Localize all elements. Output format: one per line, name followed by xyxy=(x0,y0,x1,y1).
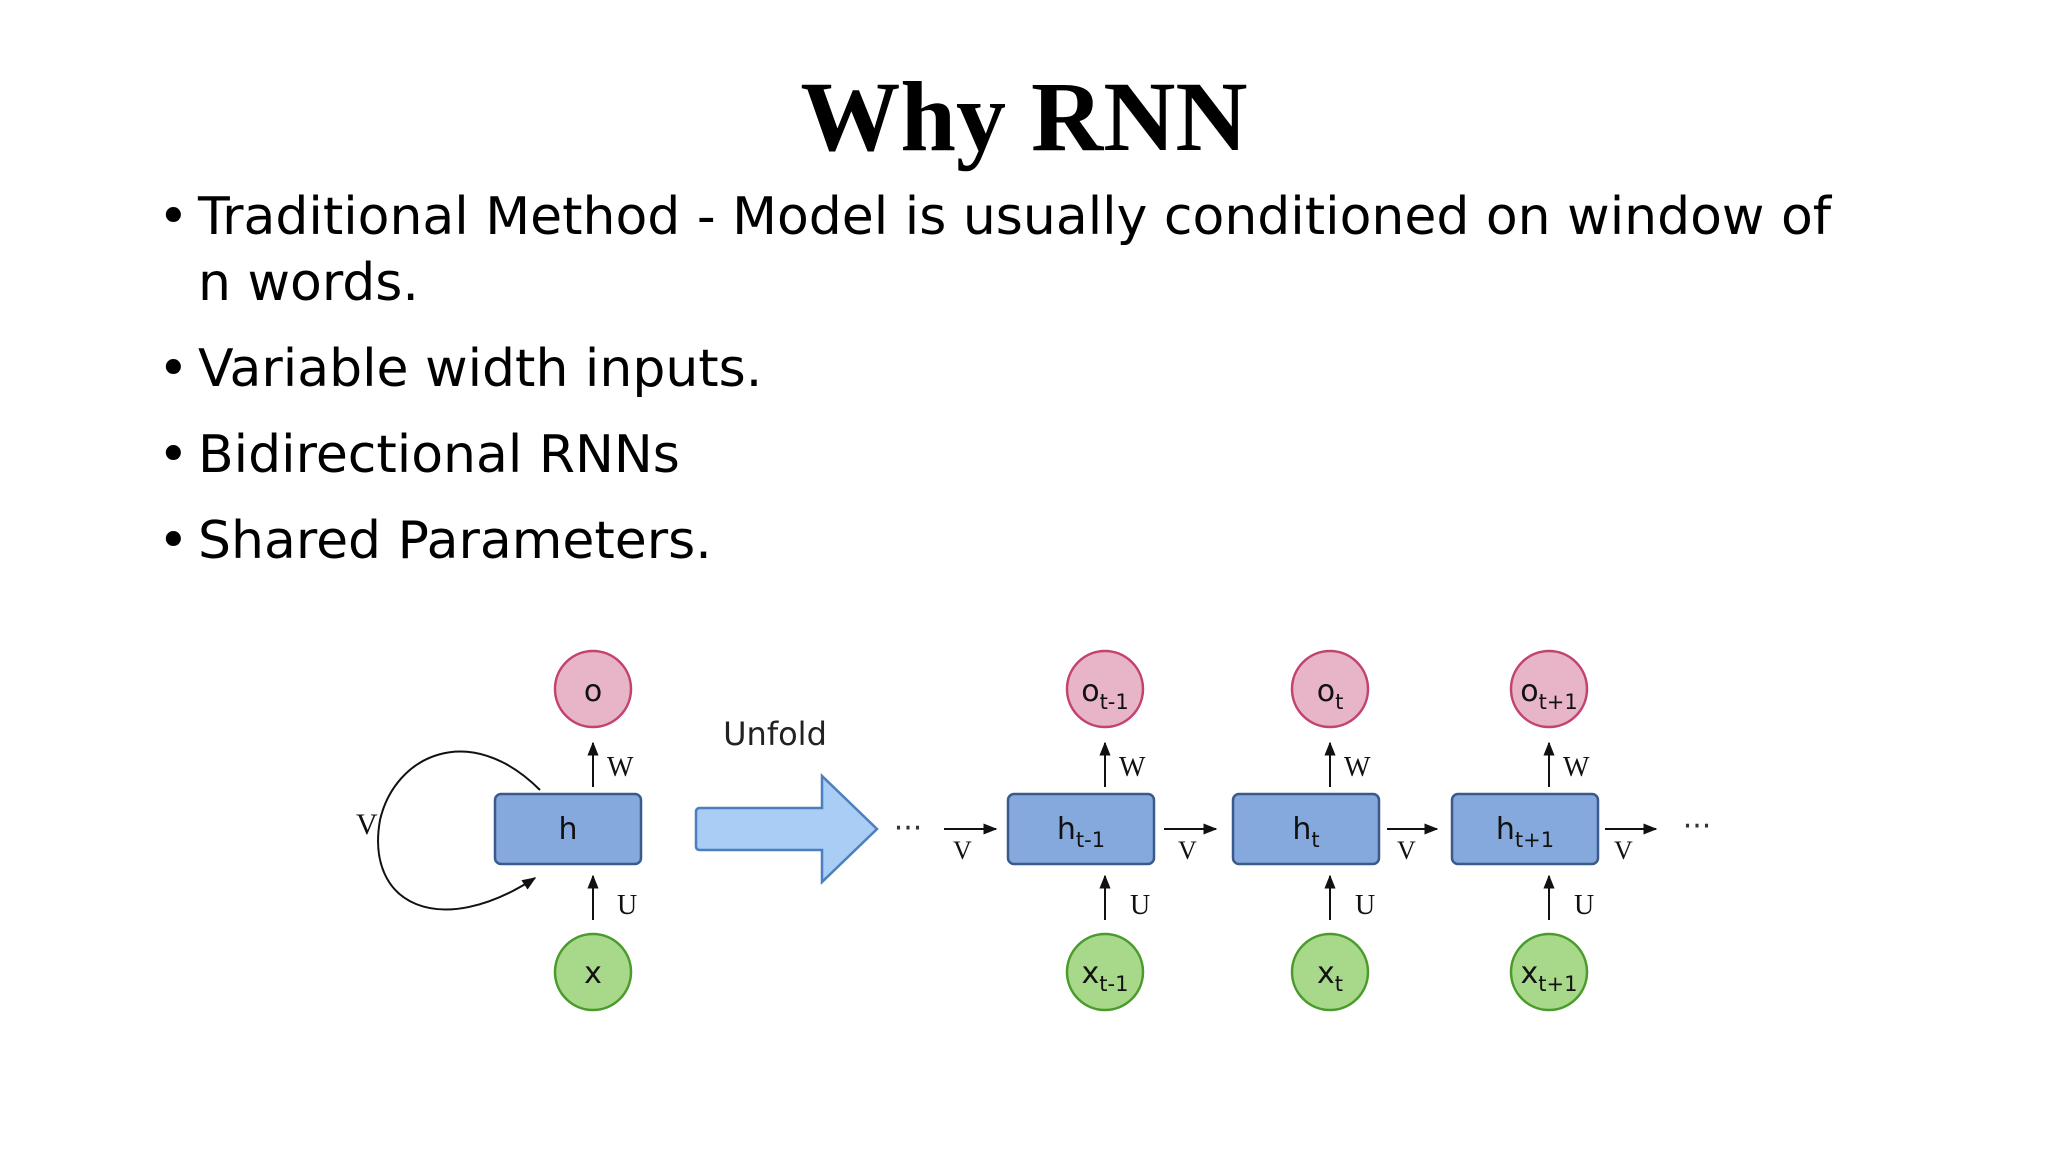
timestep-t-minus-1: ot-1 W ht-1 U xt-1 xyxy=(1006,649,1156,1012)
timestep-t: ot W ht U xt xyxy=(1231,649,1381,1012)
timestep-t-plus-1: ot+1 W ht+1 U xt+1 xyxy=(1450,649,1600,1012)
u-label-t-plus-1: U xyxy=(1574,890,1594,921)
input-label-t-plus-1: xt+1 xyxy=(1521,956,1578,996)
bullet-text: Variable width inputs. xyxy=(198,339,763,399)
bullet-dot: • xyxy=(158,187,189,247)
folded-v-label: V xyxy=(356,808,378,841)
output-label-t-plus-1: ot+1 xyxy=(1520,674,1578,714)
folded-w-label: W xyxy=(607,752,634,783)
bullet-dot: • xyxy=(158,425,189,485)
unfold-arrow-shape xyxy=(694,773,879,885)
input-label-t: xt xyxy=(1317,956,1343,996)
hidden-node-t-plus-1 xyxy=(1450,792,1600,866)
folded-input-label: x xyxy=(584,956,602,991)
input-node-t-minus-1 xyxy=(1065,932,1145,1012)
bullet-text: Bidirectional RNNs xyxy=(198,425,680,485)
unfold-arrow: Unfold xyxy=(694,715,879,885)
hidden-node-t-minus-1 xyxy=(1006,792,1156,866)
folded-rnn: V o W h U x xyxy=(356,649,643,1012)
bullet-dot: • xyxy=(158,511,189,571)
bullet-list: •Traditional Method - Model is usually c… xyxy=(150,184,1850,594)
hidden-node-t xyxy=(1231,792,1381,866)
output-node-t-plus-1 xyxy=(1509,649,1589,729)
slide-title: Why RNN xyxy=(800,61,1248,172)
v-label-1: V xyxy=(1178,836,1197,865)
input-label-t-minus-1: xt-1 xyxy=(1082,956,1129,996)
output-node-t-minus-1 xyxy=(1065,649,1145,729)
folded-u-label: U xyxy=(617,890,637,921)
u-label-t: U xyxy=(1355,890,1375,921)
ellipsis-left: ··· xyxy=(894,811,923,846)
output-label-t: ot xyxy=(1317,674,1344,714)
input-node-t xyxy=(1290,932,1370,1012)
input-node-t-plus-1 xyxy=(1509,932,1589,1012)
v-label-3: V xyxy=(1614,836,1633,865)
w-label-t: W xyxy=(1344,752,1371,783)
output-label-t-minus-1: ot-1 xyxy=(1081,674,1129,714)
v-label-2: V xyxy=(1397,836,1416,865)
bullet-item: •Bidirectional RNNs xyxy=(150,422,1850,488)
folded-input-node xyxy=(553,932,633,1012)
hidden-label-t-plus-1: ht+1 xyxy=(1496,812,1554,852)
hidden-label-t-minus-1: ht-1 xyxy=(1057,812,1105,852)
unfolded-rnn: ··· ··· V V V V ot-1 W ht-1 U xt-1 ot xyxy=(894,649,1712,1012)
folded-hidden-label: h xyxy=(558,812,577,847)
w-label-t-minus-1: W xyxy=(1119,752,1146,783)
w-label-t-plus-1: W xyxy=(1563,752,1590,783)
bullet-text: Shared Parameters. xyxy=(198,511,712,571)
folded-hidden-node xyxy=(493,792,643,866)
folded-output-label: o xyxy=(584,674,602,709)
bullet-text: Traditional Method - Model is usually co… xyxy=(198,187,1832,313)
output-node-t xyxy=(1290,649,1370,729)
u-label-t-minus-1: U xyxy=(1130,890,1150,921)
recurrent-loop-arrow xyxy=(377,750,541,911)
bullet-item: •Variable width inputs. xyxy=(150,336,1850,402)
bullet-item: •Shared Parameters. xyxy=(150,508,1850,574)
folded-output-node xyxy=(553,649,633,729)
bullet-item: •Traditional Method - Model is usually c… xyxy=(150,184,1850,316)
unfold-label: Unfold xyxy=(723,715,827,753)
hidden-label-t: ht xyxy=(1292,812,1319,852)
ellipsis-right: ··· xyxy=(1683,809,1712,844)
bullet-dot: • xyxy=(158,339,189,399)
v-label-0: V xyxy=(953,836,972,865)
